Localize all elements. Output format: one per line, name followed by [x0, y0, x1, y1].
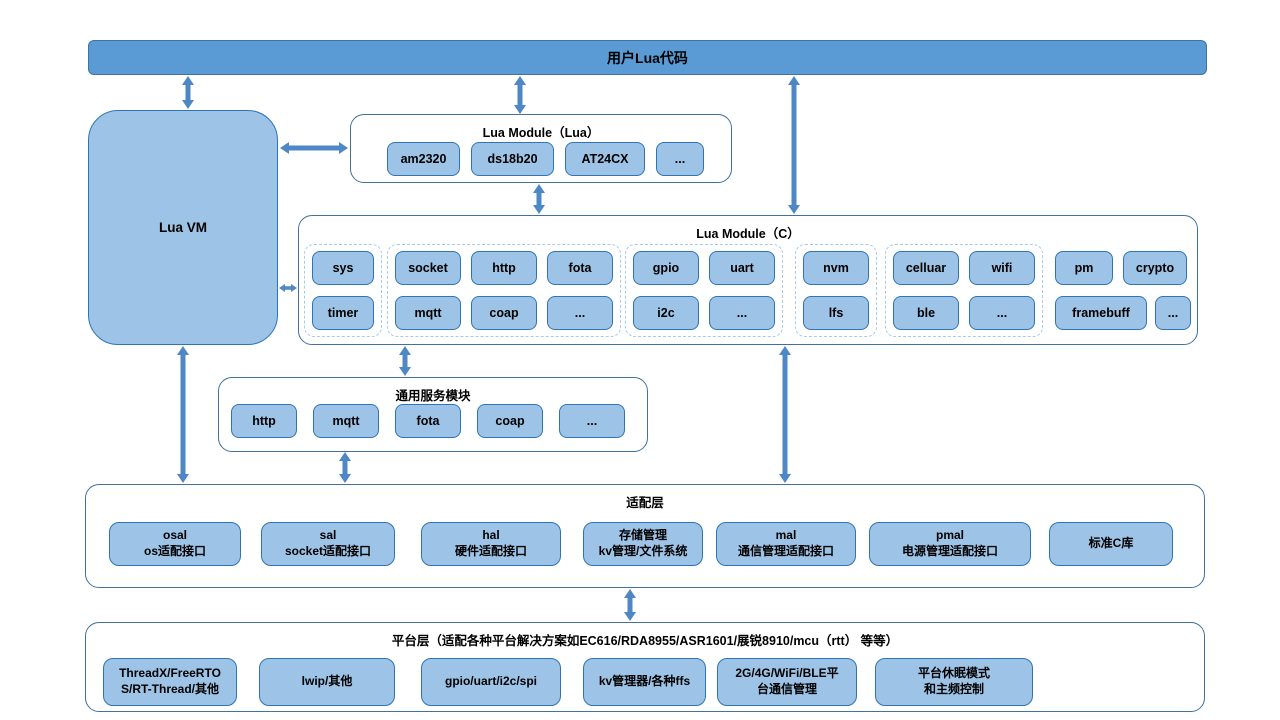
- module-box-coap: coap: [471, 296, 537, 330]
- lua-module-lua-row: am2320 ds18b20 AT24CX ...: [387, 142, 704, 176]
- adapter-box-hal: hal 硬件适配接口: [421, 522, 561, 566]
- common-services-title: 通用服务模块: [395, 389, 471, 403]
- module-box-am2320: am2320: [387, 142, 460, 176]
- module-box-ds18b20: ds18b20: [471, 142, 554, 176]
- module-c-group-system: sys timer: [304, 244, 382, 337]
- common-services-row: http mqtt fota coap ...: [231, 404, 625, 438]
- module-box-uart: uart: [709, 251, 775, 285]
- adapter-box-stdc: 标准C库: [1049, 522, 1173, 566]
- module-box-socket: socket: [395, 251, 461, 285]
- lua-vm-block: Lua VM: [88, 110, 278, 345]
- module-c-group-wireless: celluar wifi ble ...: [885, 244, 1043, 337]
- platform-layer-title: 平台层（适配各种平台解决方案如EC616/RDA8955/ASR1601/展锐8…: [391, 634, 899, 648]
- module-box-more: ...: [969, 296, 1035, 330]
- module-box-sys: sys: [312, 251, 374, 285]
- adapter-box-storage: 存储管理 kv管理/文件系统: [583, 522, 703, 566]
- module-box-pm: pm: [1055, 251, 1113, 285]
- module-box-more: ...: [656, 142, 704, 176]
- adapter-layer-container: 适配层 osal os适配接口 sal socket适配接口 hal 硬件适配接…: [85, 484, 1205, 588]
- service-box-more: ...: [559, 404, 625, 438]
- module-box-nvm: nvm: [803, 251, 869, 285]
- module-box-framebuff: framebuff: [1055, 296, 1147, 330]
- adapter-box-pmal: pmal 电源管理适配接口: [869, 522, 1031, 566]
- module-box-i2c: i2c: [633, 296, 699, 330]
- platform-box-kv: kv管理器/各种ffs: [583, 658, 706, 706]
- service-box-mqtt: mqtt: [313, 404, 379, 438]
- lua-module-lua-title: Lua Module（Lua）: [482, 126, 600, 140]
- module-box-gpio: gpio: [633, 251, 699, 285]
- platform-box-gpio: gpio/uart/i2c/spi: [421, 658, 561, 706]
- platform-layer-container: 平台层（适配各种平台解决方案如EC616/RDA8955/ASR1601/展锐8…: [85, 622, 1205, 712]
- platform-box-rtos: ThreadX/FreeRTO S/RT-Thread/其他: [103, 658, 237, 706]
- platform-box-comm: 2G/4G/WiFi/BLE平 台通信管理: [717, 658, 857, 706]
- user-lua-code-label: 用户Lua代码: [607, 49, 688, 66]
- platform-box-sleep: 平台休眠模式 和主频控制: [875, 658, 1033, 706]
- module-box-timer: timer: [312, 296, 374, 330]
- service-box-http: http: [231, 404, 297, 438]
- module-box-ble: ble: [893, 296, 959, 330]
- adapter-box-sal: sal socket适配接口: [261, 522, 395, 566]
- module-c-group-network: socket http fota mqtt coap ...: [387, 244, 621, 337]
- common-services-container: 通用服务模块 http mqtt fota coap ...: [218, 377, 648, 452]
- adapter-box-mal: mal 通信管理适配接口: [716, 522, 856, 566]
- adapter-layer-title: 适配层: [626, 496, 664, 510]
- module-box-more: ...: [547, 296, 613, 330]
- module-box-fota: fota: [547, 251, 613, 285]
- module-c-group-peripheral: gpio uart i2c ...: [625, 244, 783, 337]
- module-box-crypto: crypto: [1123, 251, 1187, 285]
- platform-box-lwip: lwip/其他: [259, 658, 395, 706]
- service-box-coap: coap: [477, 404, 543, 438]
- module-box-http: http: [471, 251, 537, 285]
- module-box-mqtt: mqtt: [395, 296, 461, 330]
- user-lua-code-bar: 用户Lua代码: [88, 40, 1207, 75]
- lua-module-c-title: Lua Module（C）: [696, 227, 800, 241]
- module-box-lfs: lfs: [803, 296, 869, 330]
- service-box-fota: fota: [395, 404, 461, 438]
- lua-module-c-container: Lua Module（C） sys timer socket http fota…: [298, 215, 1198, 345]
- module-box-at24cx: AT24CX: [565, 142, 645, 176]
- adapter-box-osal: osal os适配接口: [109, 522, 241, 566]
- module-c-group-storage: nvm lfs: [795, 244, 877, 337]
- module-box-wifi: wifi: [969, 251, 1035, 285]
- module-box-celluar: celluar: [893, 251, 959, 285]
- module-c-group-misc: pm crypto framebuff ...: [1047, 244, 1199, 337]
- module-box-more: ...: [1155, 296, 1191, 330]
- module-box-more: ...: [709, 296, 775, 330]
- lua-vm-label: Lua VM: [158, 220, 207, 235]
- lua-module-lua-container: Lua Module（Lua） am2320 ds18b20 AT24CX ..…: [350, 114, 732, 183]
